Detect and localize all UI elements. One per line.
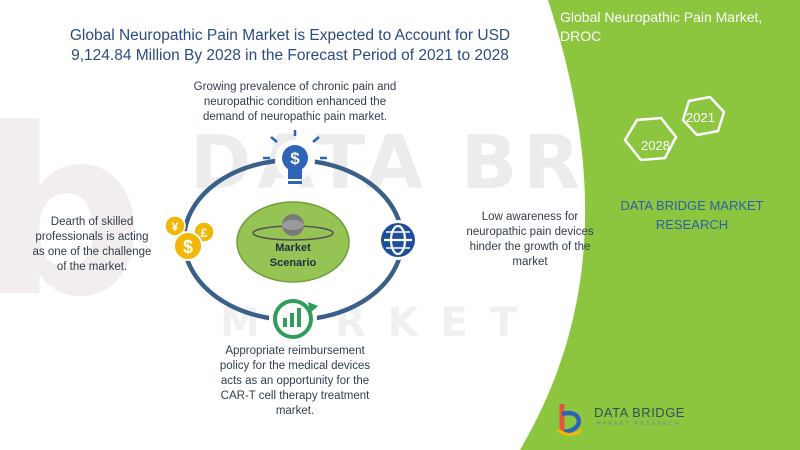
driver-text-bottom: Appropriate reimbursement policy for the… (195, 344, 395, 419)
driver-right-line1: Low awareness for (481, 211, 579, 223)
page-title: Global Neuropathic Pain Market is Expect… (60, 26, 520, 66)
driver-text-right: Low awareness for neuropathic pain devic… (450, 210, 610, 270)
driver-left-line4: of the market. (56, 261, 128, 273)
growth-chart-icon (269, 295, 318, 343)
svg-text:$: $ (183, 237, 193, 257)
year-label-2028: 2028 (641, 138, 670, 153)
svg-text:£: £ (201, 226, 208, 240)
driver-left-line2: professionals is acting (35, 231, 149, 243)
driver-left-line1: Dearth of skilled (50, 216, 134, 228)
title-line1: Global Neuropathic Pain Market is Expect… (69, 27, 511, 44)
driver-top-line2: neuropathic condition enhanced the (203, 96, 387, 108)
year-hexagon-2028 (623, 116, 678, 162)
year-hexagon-2021 (681, 95, 726, 137)
center-label-line1: Market (275, 242, 311, 254)
logo-name: DATA BRIDGE (594, 405, 685, 420)
panel-title-line1: Global Neuropathic Pain Market, (560, 9, 763, 25)
data-bridge-logo-icon (557, 404, 583, 436)
driver-right-line4: market (512, 256, 548, 268)
year-label-2021: 2021 (686, 110, 715, 125)
logo-tagline: MARKET RESEARCH (596, 421, 681, 427)
currency-coins-icon: ¥ £ $ (164, 215, 215, 261)
driver-text-top: Growing prevalence of chronic pain and n… (170, 80, 420, 125)
center-label-line2: Scenario (269, 257, 317, 269)
driver-bottom-line5: market. (275, 405, 315, 417)
driver-bottom-line2: policy for the medical devices (219, 360, 371, 372)
driver-right-line2: neuropathic pain devices (466, 226, 594, 238)
driver-bottom-line4: CAR-T cell therapy treatment (220, 390, 370, 402)
title-line2: 9,124.84 Million By 2028 in the Forecast… (71, 47, 509, 64)
svg-text:¥: ¥ (172, 220, 179, 234)
globe-icon (378, 220, 418, 260)
driver-right-line3: hinder the growth of the (469, 241, 591, 253)
driver-top-line1: Growing prevalence of chronic pain and (193, 81, 397, 93)
brand-line2: RESEARCH (655, 217, 729, 232)
center-scenario-disk (236, 201, 350, 283)
panel-title-line2: DROC (560, 28, 602, 44)
brand-name: DATA BRIDGE MARKET RESEARCH (612, 196, 772, 234)
driver-text-left: Dearth of skilled professionals is actin… (22, 215, 162, 275)
driver-left-line3: as one of the challenge (32, 246, 152, 258)
driver-top-line3: demand of neuropathic pain market. (202, 111, 388, 123)
watermark-logo-letter: b (0, 81, 145, 348)
driver-bottom-line1: Appropriate reimbursement (225, 345, 365, 357)
brand-line1: DATA BRIDGE MARKET (620, 198, 764, 213)
lightbulb-dollar-icon: $ (263, 130, 327, 184)
driver-bottom-line3: acts as an opportunity for the (220, 375, 370, 387)
svg-text:$: $ (290, 149, 300, 168)
center-scenario-label: Market Scenario (253, 241, 333, 271)
panel-title: Global Neuropathic Pain Market, DROC (560, 8, 795, 46)
